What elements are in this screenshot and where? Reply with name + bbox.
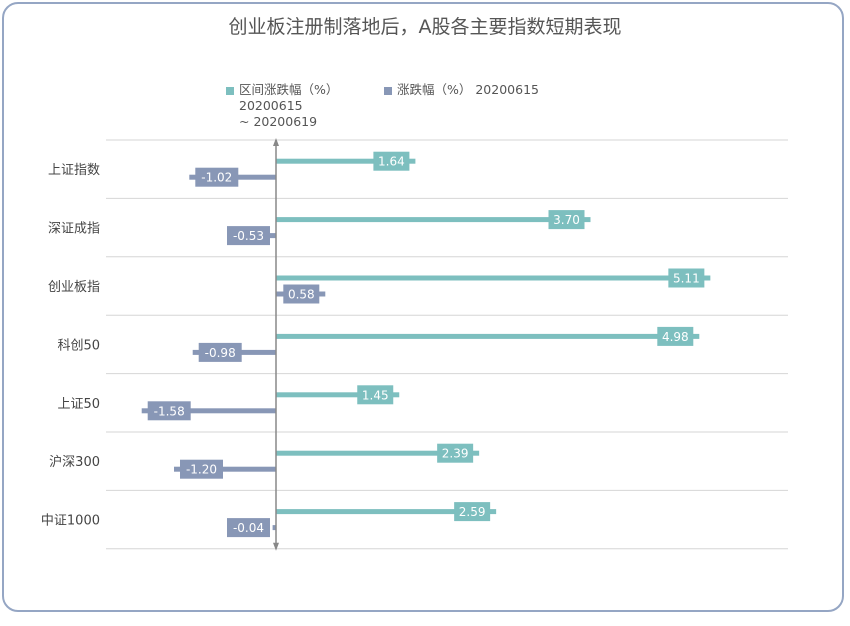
- value-label: -0.53: [233, 229, 264, 243]
- legend-label-line3: ~ 20200619: [239, 114, 318, 129]
- value-label: 4.98: [662, 330, 689, 344]
- value-label-box: [373, 151, 410, 171]
- category-label: 上证指数: [48, 163, 100, 178]
- legend-item-range[interactable]: 区间涨跌幅（%） 20200615 ~ 20200619: [226, 82, 338, 130]
- bar-daily: [272, 525, 276, 531]
- bar-range: [276, 217, 591, 223]
- value-label-box: [195, 167, 239, 187]
- value-label-box: [283, 284, 320, 304]
- value-label: 2.39: [442, 447, 469, 461]
- value-label: 1.64: [378, 155, 405, 169]
- value-label: -0.98: [205, 346, 236, 360]
- bar-range: [276, 275, 711, 281]
- value-label: 0.58: [288, 288, 315, 302]
- value-label: -1.02: [201, 171, 232, 185]
- value-label: -1.58: [154, 404, 185, 418]
- legend-swatch-blue: [384, 86, 392, 95]
- bar-range: [276, 392, 400, 398]
- bar-range: [276, 450, 480, 456]
- value-label-box: [227, 226, 270, 246]
- legend-swatch-teal: [226, 86, 234, 95]
- value-label-box: [454, 502, 491, 522]
- chart-frame: [2, 2, 844, 612]
- category-label: 科创50: [57, 338, 100, 353]
- value-label-box: [147, 401, 191, 421]
- value-label: 5.11: [673, 272, 700, 286]
- value-label-box: [668, 268, 705, 288]
- value-label-box: [198, 342, 242, 362]
- category-label: 深证成指: [48, 222, 100, 237]
- category-label: 上证50: [57, 397, 100, 412]
- legend-label-line2: 20200615: [239, 98, 303, 113]
- bar-range: [276, 509, 497, 515]
- value-label-box: [357, 385, 394, 405]
- category-label: 沪深300: [49, 454, 100, 470]
- value-label: -1.20: [186, 463, 217, 477]
- value-label: 1.45: [362, 388, 389, 402]
- value-label-box: [227, 518, 270, 538]
- value-label-box: [180, 459, 223, 479]
- bar-daily: [141, 408, 276, 414]
- category-label: 创业板指: [48, 280, 100, 295]
- axis-arrow-up: [273, 138, 279, 146]
- legend-item-daily[interactable]: 涨跌幅（%） 20200615: [384, 82, 539, 98]
- value-label: 3.70: [553, 213, 580, 227]
- category-label: 中证1000: [41, 514, 100, 529]
- value-label-box: [437, 443, 474, 463]
- legend-label: 区间涨跌幅（%）: [239, 82, 339, 97]
- value-label-box: [657, 326, 694, 346]
- bar-range: [276, 158, 416, 164]
- value-label: 2.59: [459, 505, 486, 519]
- bar-daily: [174, 466, 276, 472]
- value-label: -0.04: [233, 521, 264, 535]
- bar-range: [276, 333, 700, 339]
- chart-title: 创业板注册制落地后，A股各主要指数短期表现: [228, 16, 622, 38]
- value-label-box: [548, 210, 585, 230]
- axis-arrow-down: [273, 542, 279, 551]
- legend-label: 涨跌幅（%） 20200615: [397, 82, 539, 97]
